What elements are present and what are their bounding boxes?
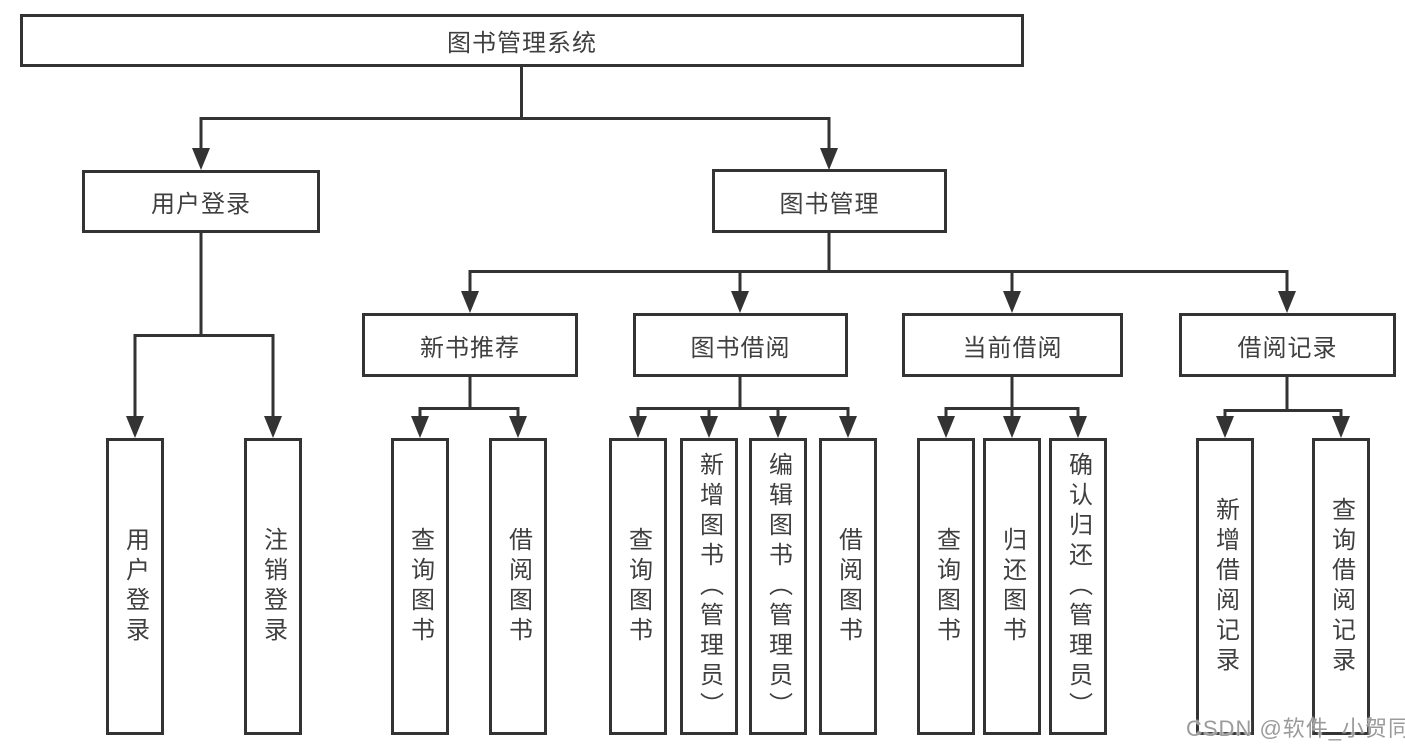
arrowhead-down [1278,291,1296,313]
leaf-borrow-book-recommend: 借阅图书 [489,438,547,735]
connector-record-split [1223,377,1343,419]
arrowhead-down [264,416,282,438]
leaf-add-book-admin: 新增图书（管理员） [680,438,738,735]
arrowhead-down [839,416,857,438]
arrowhead-down [1003,291,1021,313]
arrowhead-down [509,416,527,438]
arrowhead-down [461,291,479,313]
leaf-edit-book-admin: 编辑图书（管理员） [749,438,807,735]
connector-borrow-split [636,377,850,418]
arrowhead-down [769,416,787,438]
node-user-login: 用户登录 [82,170,320,233]
arrowhead-down [1332,416,1350,438]
leaf-query-borrow-record: 查询借阅记录 [1312,438,1370,735]
node-library-system: 图书管理系统 [20,14,1024,67]
leaf-logout: 注销登录 [244,438,302,735]
connector-login-split [133,233,275,418]
node-current-borrow: 当前借阅 [902,313,1123,377]
arrowhead-down [700,416,718,438]
node-book-borrow: 图书借阅 [633,313,848,377]
leaf-add-borrow-record: 新增借阅记录 [1196,438,1254,735]
connector-mgmt-split [468,270,1289,294]
arrowhead-down [126,416,144,438]
arrowhead-down [411,416,429,438]
leaf-borrow-book: 借阅图书 [819,438,877,735]
arrowhead-down [192,148,210,170]
node-borrow-record: 借阅记录 [1179,313,1396,377]
leaf-return-book: 归还图书 [983,438,1041,735]
arrowhead-down [820,148,838,170]
leaf-confirm-return-admin: 确认归还（管理员） [1049,438,1107,735]
arrowhead-down [1069,416,1087,438]
arrowhead-down [1216,416,1234,438]
leaf-query-book-borrow: 查询图书 [609,438,667,735]
connector-current-split [944,377,1080,418]
leaf-query-book-current: 查询图书 [917,438,975,735]
node-new-book-recommend: 新书推荐 [362,313,578,377]
arrowhead-down [1003,416,1021,438]
node-book-management: 图书管理 [712,169,947,233]
leaf-user-login: 用户登录 [106,438,164,735]
connector-newbook-split [418,377,520,418]
leaf-query-book-recommend: 查询图书 [391,438,449,735]
arrowhead-down [731,291,749,313]
arrowhead-down [937,416,955,438]
arrowhead-down [629,416,647,438]
csdn-watermark: CSDN @软件_小贺同学 [1186,716,1405,741]
connector-root-split [199,117,831,150]
